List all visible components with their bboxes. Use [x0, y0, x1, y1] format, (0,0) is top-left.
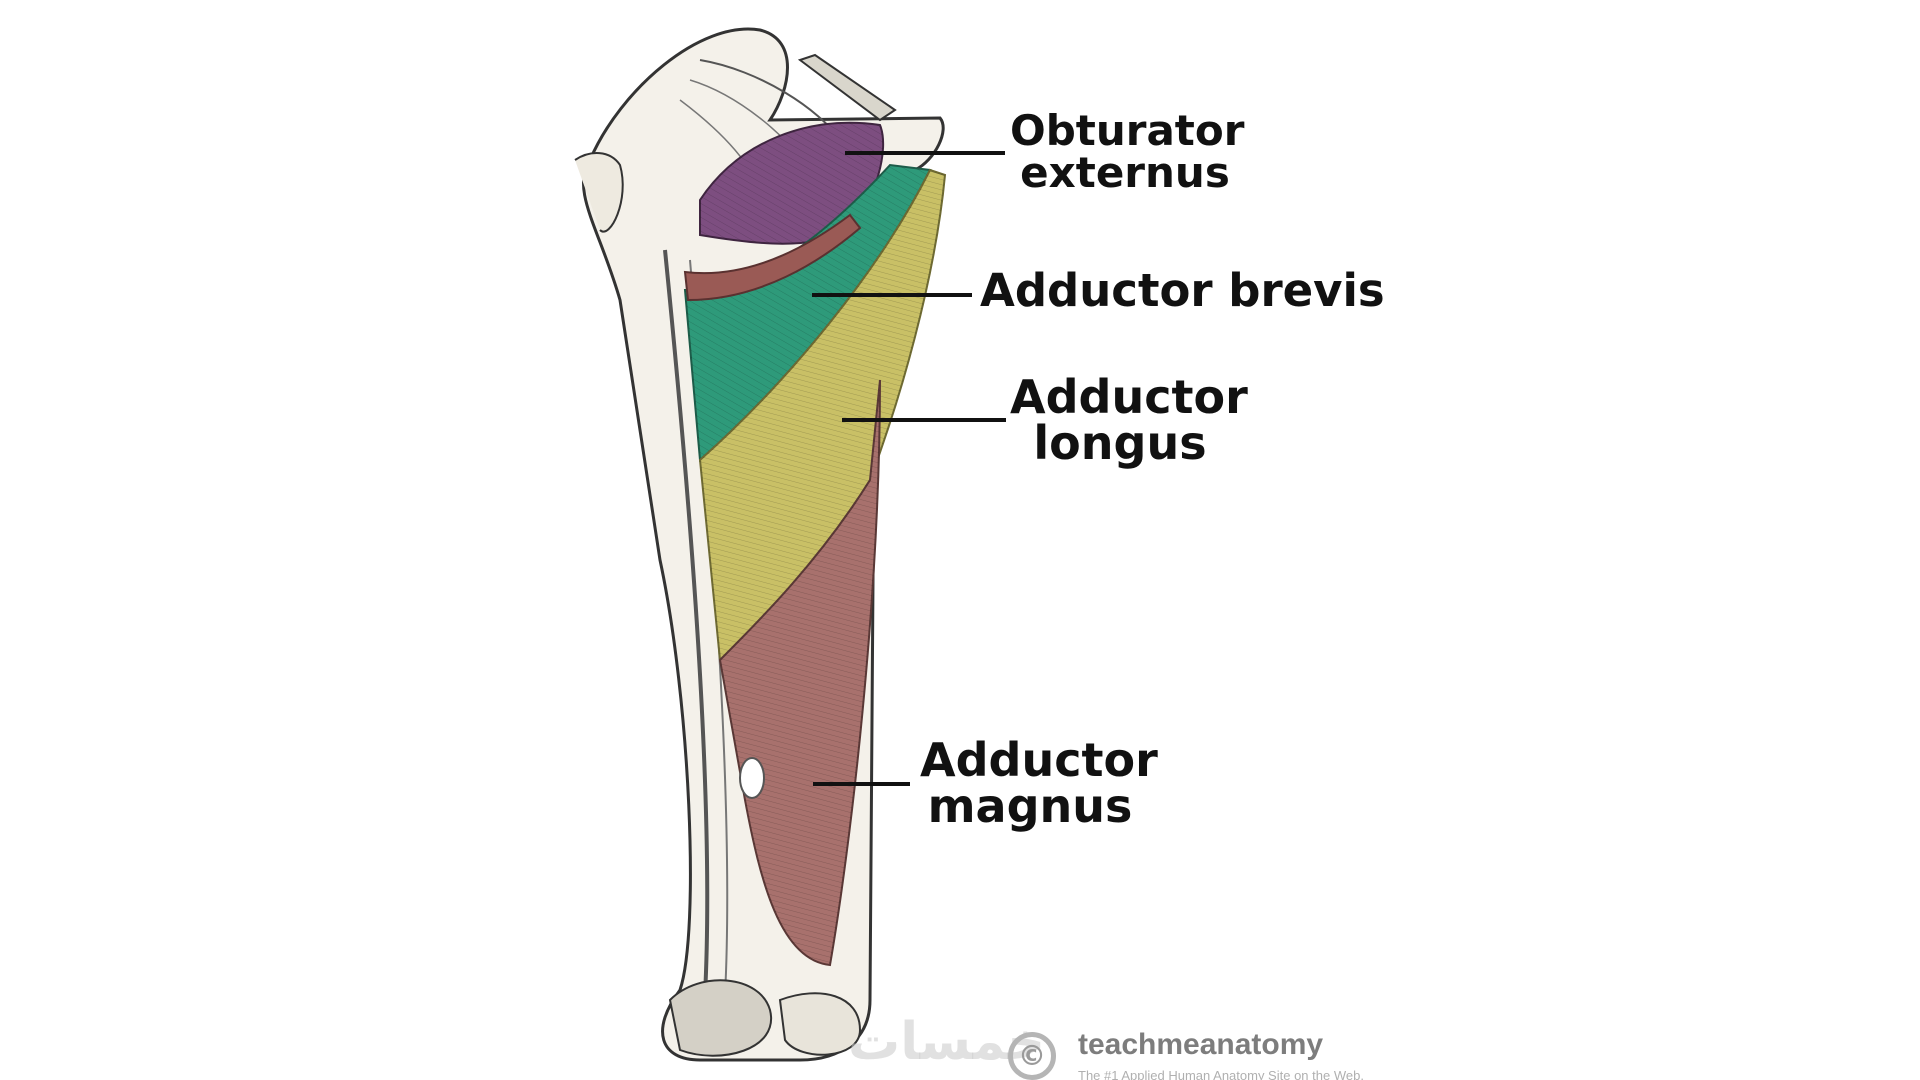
label-adductor-brevis: Adductor brevis [980, 264, 1385, 317]
label-adductor-longus: Adductor longus [1010, 370, 1248, 470]
label-adductor-magnus-line2: magnus [927, 779, 1133, 833]
watermark-brand: teachmeanatomy [1078, 1028, 1324, 1061]
watermark-tagline: The #1 Applied Human Anatomy Site on the… [1078, 1068, 1364, 1080]
label-adductor-longus-line1: Adductor [1010, 370, 1248, 424]
teachmeanatomy-watermark: © teachmeanatomy The #1 Applied Human An… [1008, 1022, 1408, 1080]
label-obturator-externus-line2: externus [1020, 148, 1230, 197]
label-adductor-brevis-line1: Adductor brevis [980, 264, 1385, 317]
label-adductor-magnus: Adductor magnus [920, 733, 1158, 833]
label-adductor-magnus-line1: Adductor [920, 733, 1158, 787]
adductor-hiatus [739, 757, 765, 799]
label-obturator-externus-line1: Obturator [1010, 106, 1245, 155]
label-obturator-externus: Obturator externus [1010, 106, 1245, 197]
label-adductor-longus-line2: longus [1033, 416, 1207, 470]
copyright-icon: © [1008, 1032, 1056, 1080]
